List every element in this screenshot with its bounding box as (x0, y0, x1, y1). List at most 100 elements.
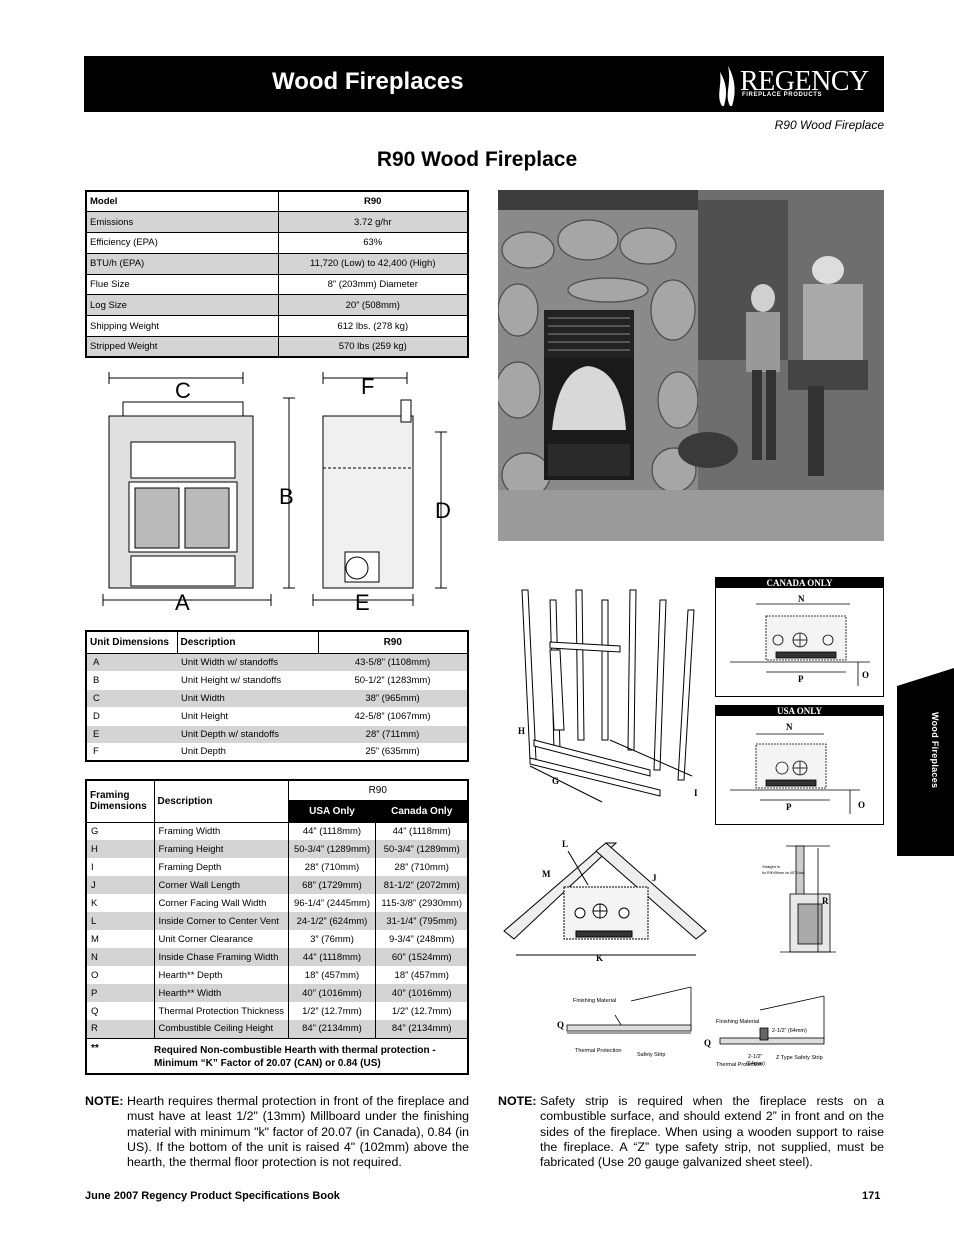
framing-label-h: H (518, 726, 525, 736)
dim-value: 43-5/8” (1108mm) (318, 652, 468, 671)
framing-header-desc: Description (153, 779, 289, 823)
section-label-q: Q (557, 1020, 564, 1030)
hearth-section-diagram: Finishing Material Thermal Protection Sa… (557, 986, 692, 1058)
framing-header-dim: Framing Dimensions (85, 779, 155, 823)
dim-label-a: A (175, 590, 190, 615)
note-right-text: Safety strip is required when the firepl… (540, 1094, 884, 1170)
spec-label: Shipping Weight (85, 315, 279, 338)
note-right-label: NOTE: (498, 1094, 537, 1108)
frame-desc: Corner Facing Wall Width (153, 894, 288, 912)
section-label-q2: Q (704, 1038, 711, 1048)
page-number: 171 (862, 1190, 881, 1202)
dim-64mm-label: (64mm) (746, 1061, 765, 1067)
frame-usa: 40” (1016mm) (287, 984, 376, 1002)
side-tab-label: Wood Fireplaces (930, 712, 940, 789)
frame-usa: 50-3/4” (1289mm) (287, 840, 376, 858)
usa-label-p: P (786, 802, 792, 812)
dim-desc: Unit Height w/ standoffs (177, 670, 318, 689)
z-strip-diagram: Finishing Material 2-1/2” (64mm) 2-1/2” … (704, 995, 825, 1068)
footnote-mark: ** (86, 1037, 154, 1074)
dim-value: 50-1/2” (1283mm) (318, 670, 468, 689)
frame-canada: 115-3/8” (2930mm) (375, 894, 468, 912)
unit-header-r90: R90 (317, 630, 469, 654)
framing-header-r90: R90 (287, 779, 469, 801)
dim-desc: Unit Width w/ standoffs (177, 652, 318, 671)
spec-value: 11,720 (Low) to 42,400 (High) (277, 252, 469, 275)
dim-value: 28” (711mm) (318, 724, 468, 743)
thermal-protection-label-2: Thermal Protection (716, 1062, 762, 1068)
frame-desc: Inside Corner to Center Vent (153, 912, 288, 930)
note-right: NOTE: Safety strip is required when the … (498, 1094, 884, 1170)
frame-code: G (91, 825, 99, 837)
frame-code: N (86, 948, 154, 966)
canada-hearth-diagram: N P O (730, 594, 870, 686)
unit-header-dim: Unit Dimensions (85, 630, 178, 654)
thermal-protection-label: Thermal Protection (575, 1048, 621, 1054)
canada-label-o: O (862, 670, 869, 680)
frame-usa: 84” (2134mm) (287, 1020, 376, 1038)
canada-label-n: N (798, 594, 805, 604)
logo-wordmark: REGENCY (740, 66, 869, 97)
note-left: NOTE: Hearth requires thermal protection… (85, 1094, 469, 1170)
regency-logo: REGENCY FIREPLACE PRODUCTS (714, 60, 884, 108)
dim-code: B (86, 670, 177, 689)
canada-title: CANADA ONLY (716, 578, 883, 588)
frame-canada: 9-3/4” (248mm) (375, 930, 468, 948)
frame-code: I (91, 861, 94, 873)
framing-label-i: I (694, 788, 698, 798)
ceiling-label-r: R (822, 896, 829, 906)
dim-64-label: 2-1/2” (64mm) (772, 1028, 807, 1034)
frame-desc: Inside Chase Framing Width (153, 948, 288, 966)
dim-code: A (86, 652, 177, 671)
frame-code: K (91, 897, 98, 909)
frame-usa: 1/2” (12.7mm) (287, 1002, 376, 1020)
dim-desc: Unit Depth (177, 742, 318, 761)
frame-code: R (86, 1020, 154, 1038)
dim-desc: Unit Height (177, 706, 318, 725)
straight-in-label: Straight in (762, 864, 780, 869)
fireplace-photo (498, 190, 884, 541)
frame-desc: Hearth** Depth (153, 966, 288, 984)
frame-canada: 81-1/2” (2072mm) (375, 876, 468, 894)
frame-code: H (86, 840, 154, 858)
corner-label-k: K (596, 953, 603, 963)
usa-label-n: N (786, 722, 793, 732)
framing-header-canada: Canada Only (375, 799, 469, 823)
frame-canada: 40” (1016mm) (375, 984, 468, 1002)
framing-dimensions-table: Framing Dimensions Description R90 USA O… (85, 779, 469, 1075)
usa-hearth-diagram: N P O (730, 722, 865, 814)
note-left-text: Hearth requires thermal protection in fr… (127, 1094, 469, 1170)
frame-canada: 18” (457mm) (375, 966, 468, 984)
spec-value: 612 lbs. (278 kg) (277, 315, 469, 338)
frame-code: L (86, 912, 154, 930)
spec-label: Efficiency (EPA) (85, 232, 279, 254)
spec-header-r90: R90 (277, 190, 469, 213)
note-left-label: NOTE: (85, 1094, 124, 1108)
frame-usa: 3” (76mm) (287, 930, 376, 948)
safety-strip-label: Safety Strip (637, 1052, 665, 1058)
corner-label-m: M (542, 869, 551, 879)
framing-diagram: H G I (518, 589, 698, 803)
spec-value: 3.72 g/hr (277, 211, 469, 234)
corner-label-l: L (562, 839, 568, 849)
frame-desc: Framing Depth (153, 858, 288, 876)
flame-icon (719, 66, 735, 106)
frame-desc: Combustible Ceiling Height (153, 1020, 288, 1038)
frame-desc: Thermal Protection Thickness (153, 1002, 288, 1020)
